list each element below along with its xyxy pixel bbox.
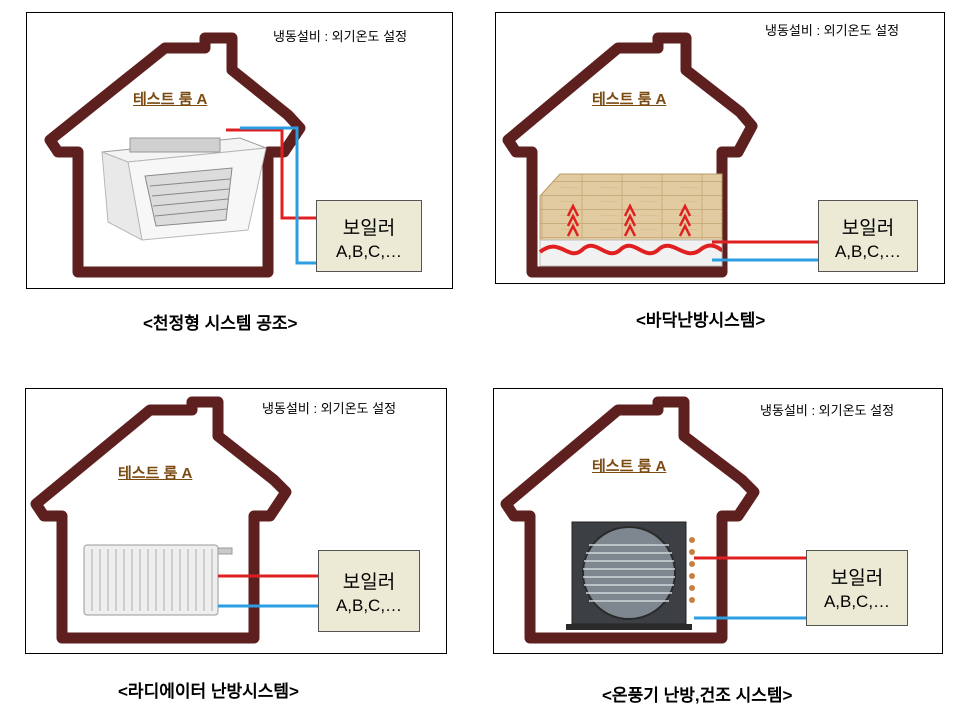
fan-heater-unit [566,521,695,630]
boiler-box-2: 보일러 A,B,C,… [818,200,918,272]
boiler-box-1: 보일러 A,B,C,… [316,200,422,272]
boiler-title-4: 보일러 [830,568,884,589]
refrigeration-note-4: 냉동설비 : 외기온도 설정 [760,403,895,418]
caption-3: <라디에이터 난방시스템> [118,682,299,701]
caption-2: <바닥난방시스템> [636,311,766,330]
boiler-title-1: 보일러 [342,218,396,239]
ceiling-cassette-unit [101,137,267,241]
radiator-unit [83,544,233,616]
boiler-title-2: 보일러 [841,218,895,239]
refrigeration-note-3: 냉동설비 : 외기온도 설정 [262,401,397,416]
pipes-4 [694,556,806,620]
refrigeration-note-2: 냉동설비 : 외기온도 설정 [765,23,900,38]
boiler-title-3: 보일러 [342,572,396,593]
boiler-sub-3: A,B,C,… [335,596,403,615]
pipes-2 [712,240,818,262]
boiler-box-3: 보일러 A,B,C,… [318,550,420,632]
floor-heating-cutaway [538,173,723,267]
boiler-box-4: 보일러 A,B,C,… [806,550,908,626]
room-label-1: 테스트 룸 A [133,91,208,108]
room-label-2: 테스트 룸 A [592,91,667,108]
boiler-sub-4: A,B,C,… [823,592,891,611]
refrigeration-note-1: 냉동설비 : 외기온도 설정 [273,29,408,44]
room-label-4: 테스트 룸 A [592,458,667,475]
pipes-3 [218,574,320,608]
boiler-sub-2: A,B,C,… [834,242,902,261]
room-label-3: 테스트 룸 A [118,465,193,482]
caption-4: <온풍기 난방,건조 시스템> [602,686,793,705]
caption-1: <천정형 시스템 공조> [143,314,298,333]
pipes-1 [226,126,318,265]
boiler-sub-1: A,B,C,… [335,242,403,261]
